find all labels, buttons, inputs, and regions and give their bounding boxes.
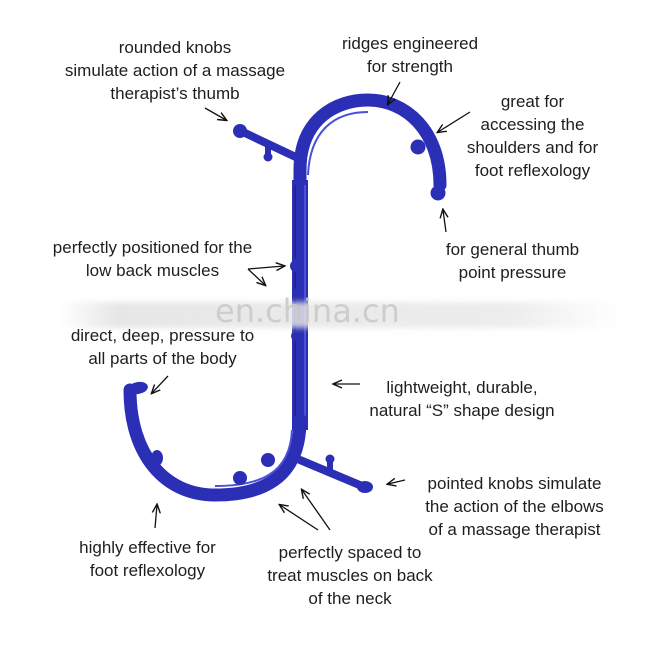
watermark: en.china.cn [215,292,400,330]
neck-knob-1 [233,471,247,485]
elbow-arm [296,456,366,490]
elbow-knob [357,481,373,493]
label-lightweight: lightweight, durable, natural “S” shape … [369,378,555,420]
watermark-band [60,302,620,328]
arrow-positioned [247,266,284,269]
low-back-knob-2 [292,288,304,300]
thumb-knob [430,185,446,201]
low-back-knob [290,260,302,272]
label-pointed: pointed knobs simulate the action of the… [425,474,604,539]
arrow-ridges [388,81,401,104]
label-direct: direct, deep, pressure to all parts of t… [70,326,255,368]
arrow-highly [155,505,157,529]
shoulder-knob [410,139,426,155]
top-hook [293,93,447,192]
label-ridges: ridges engineered for strength [341,34,479,76]
label-great-for: great for accessing the shoulders and fo… [466,92,599,180]
bottom-tip-knob [128,381,148,395]
label-general-thumb: for general thumb point pressure [445,240,580,282]
arrow-general-thumb [443,210,446,233]
label-spaced: perfectly spaced to treat muscles on bac… [267,543,433,608]
arrow-rounded-knobs [204,107,226,120]
arrow-spaced-1 [280,505,319,531]
callout-arrows [152,81,471,531]
neck-knob-2 [261,453,275,467]
top-arm-knob [233,124,247,138]
top-arm [241,129,306,164]
arrow-pointed [388,480,406,484]
label-rounded-knobs: rounded knobs simulate action of a massa… [64,38,286,103]
arrow-direct [152,375,169,393]
arrow-great-for [438,111,471,132]
arrow-positioned-2 [247,268,265,285]
bottom-hook [123,383,307,502]
label-highly: highly effective for foot reflexology [79,538,216,580]
label-positioned: perfectly positioned for the low back mu… [52,238,253,280]
foot-knob [151,450,163,466]
arrow-spaced-2 [302,490,331,531]
